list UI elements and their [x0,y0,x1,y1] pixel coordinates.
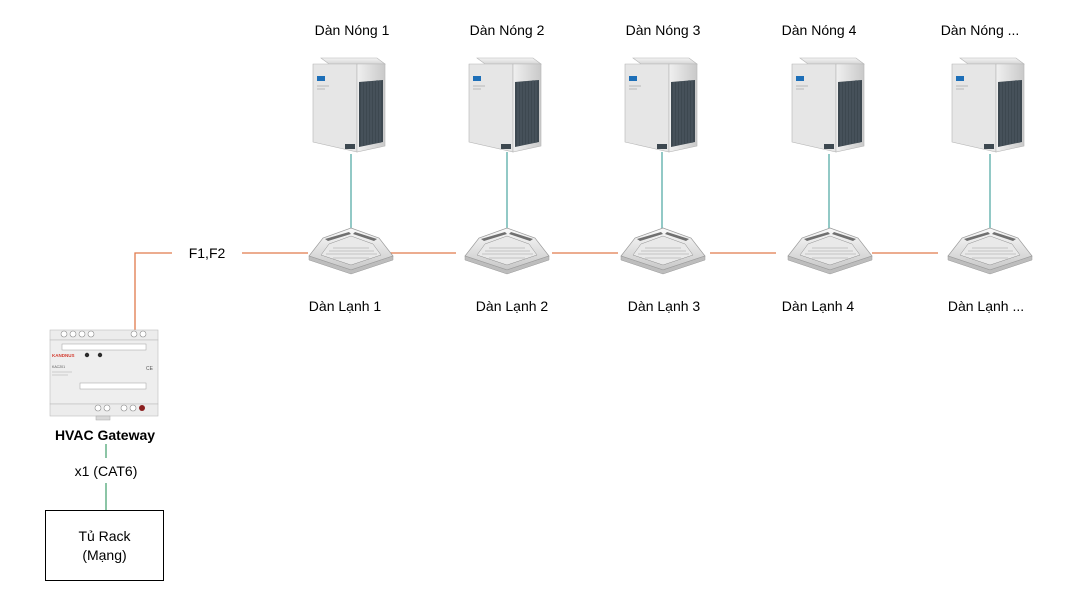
outdoor-unit-label: Dàn Nóng 1 [314,22,390,38]
ce-mark: CE [146,366,154,372]
outdoor-unit-icon [791,57,865,153]
cassette-unit-icon [620,227,706,275]
rack-subtitle: (Mạng) [82,546,127,563]
bus-label: F1,F2 [188,245,226,261]
outdoor-unit-label: Dàn Nóng 3 [625,22,701,38]
link-label: x1 (CAT6) [74,463,138,479]
cassette-unit-icon [947,227,1033,275]
connection-lines [105,152,991,510]
gateway-model-mark: KAC201 [52,365,65,369]
indoor-units [308,227,1033,275]
hvac-gateway-device: KANDNUS KAC201 CE [49,329,159,421]
outdoor-unit-label: Dàn Nóng ... [940,22,1020,38]
indoor-unit-label: Dàn Lạnh 2 [475,298,549,314]
cassette-unit-icon [787,227,873,275]
gateway-brand-mark: KANDNUS [52,353,75,358]
outdoor-unit-icon [624,57,698,153]
network-rack-box: Tủ Rack (Mạng) [45,510,164,581]
outdoor-unit-icon [951,57,1025,153]
gateway-label: HVAC Gateway [54,427,156,443]
rack-title: Tủ Rack [78,527,131,544]
outdoor-unit-icon [312,57,386,153]
cassette-unit-icon [308,227,394,275]
indoor-unit-label: Dàn Lạnh 3 [627,298,701,314]
outdoor-unit-label: Dàn Nóng 2 [469,22,545,38]
outdoor-unit-icon [468,57,542,153]
cassette-unit-icon [464,227,550,275]
indoor-unit-label: Dàn Lạnh 1 [308,298,382,314]
bus-link-gateway [134,252,172,330]
outdoor-units [312,57,1025,153]
indoor-unit-label: Dàn Lạnh 4 [781,298,855,314]
outdoor-unit-label: Dàn Nóng 4 [781,22,857,38]
indoor-unit-label: Dàn Lạnh ... [947,298,1025,314]
